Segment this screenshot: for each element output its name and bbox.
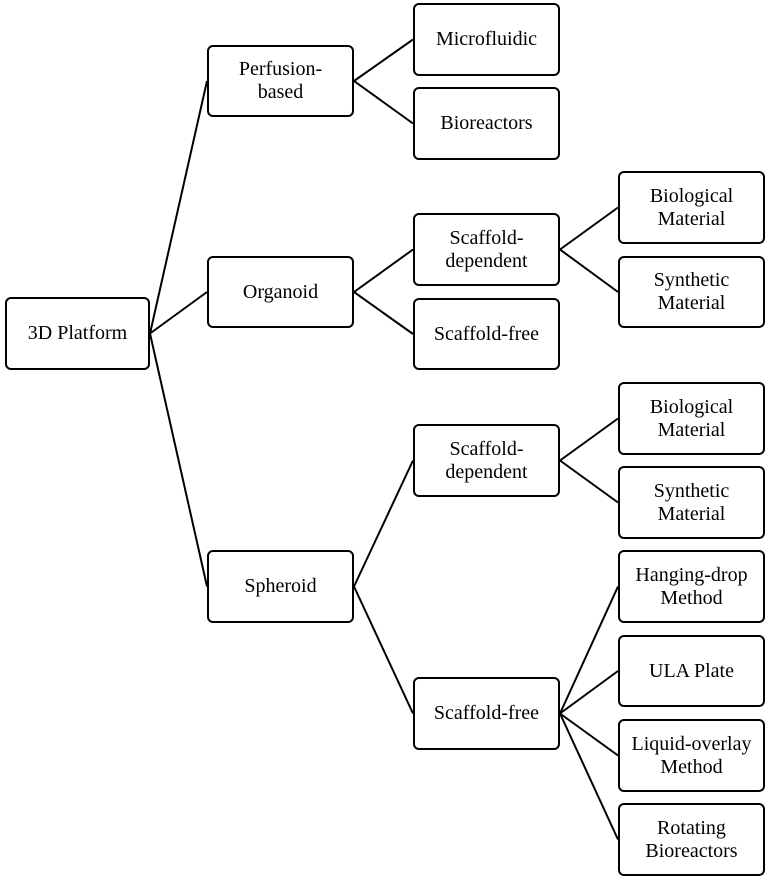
node-organoid: Organoid <box>207 256 354 328</box>
edge-perfusion-to-microfluidic <box>353 38 414 82</box>
edge-org_scaffold_dep-to-org_syn_material <box>559 248 619 293</box>
edge-root-to-organoid <box>149 291 208 335</box>
edge-organoid-to-org_scaffold_dep <box>353 248 414 293</box>
node-organoid-scaffold-dependent: Scaffold- dependent <box>413 213 560 286</box>
edge-root-to-spheroid <box>149 333 208 587</box>
node-microfluidic: Microfluidic <box>413 3 560 76</box>
node-hanging-drop-method: Hanging-drop Method <box>618 550 765 623</box>
edge-root-to-perfusion <box>149 80 208 334</box>
node-ula-plate: ULA Plate <box>618 635 765 707</box>
node-organoid-scaffold-free: Scaffold-free <box>413 298 560 370</box>
edge-sph_scaffold_free-to-rotating_bioreactors <box>559 713 619 840</box>
node-3d-platform: 3D Platform <box>5 297 150 370</box>
node-spheroid-biological-material: Biological Material <box>618 382 765 455</box>
node-organoid-synthetic-material: Synthetic Material <box>618 256 765 328</box>
edge-sph_scaffold_dep-to-sph_bio_material <box>559 417 619 462</box>
node-spheroid-scaffold-free: Scaffold-free <box>413 677 560 750</box>
edge-spheroid-to-sph_scaffold_free <box>353 586 414 714</box>
edge-org_scaffold_dep-to-org_bio_material <box>559 206 619 251</box>
node-spheroid-scaffold-dependent: Scaffold- dependent <box>413 424 560 497</box>
node-spheroid-synthetic-material: Synthetic Material <box>618 466 765 539</box>
node-liquid-overlay-method: Liquid-overlay Method <box>618 719 765 792</box>
edge-organoid-to-org_scaffold_free <box>353 291 414 335</box>
edge-perfusion-to-bioreactors <box>353 80 414 125</box>
node-spheroid: Spheroid <box>207 550 354 623</box>
node-bioreactors: Bioreactors <box>413 87 560 160</box>
edge-spheroid-to-sph_scaffold_dep <box>353 460 414 587</box>
node-perfusion-based: Perfusion- based <box>207 45 354 117</box>
edge-sph_scaffold_dep-to-sph_syn_material <box>559 459 619 504</box>
node-rotating-bioreactors: Rotating Bioreactors <box>618 803 765 876</box>
edge-sph_scaffold_free-to-hanging_drop <box>559 586 619 714</box>
node-organoid-biological-material: Biological Material <box>618 171 765 244</box>
edge-sph_scaffold_free-to-liquid_overlay <box>559 712 619 757</box>
edge-sph_scaffold_free-to-ula_plate <box>559 670 619 715</box>
